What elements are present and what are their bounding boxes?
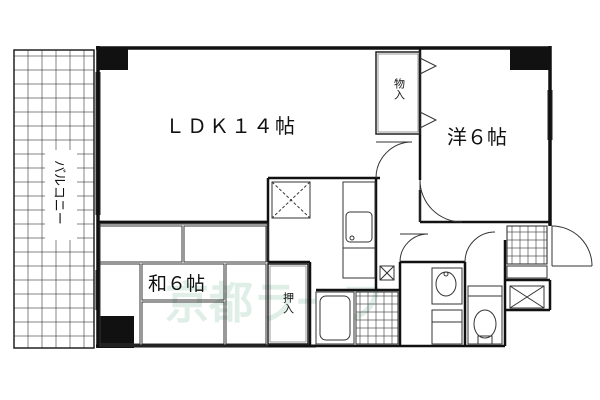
closet-label: 押入 — [282, 291, 295, 314]
bathroom — [315, 265, 399, 345]
room-western: 洋６帖 — [375, 125, 507, 223]
meter-box — [509, 285, 545, 309]
room-closet: 押入 — [267, 263, 309, 345]
toilet — [467, 285, 503, 345]
kitchen — [342, 181, 376, 279]
western-label: 洋６帖 — [447, 125, 507, 149]
ldk-label: ＬＤＫ１４帖 — [165, 114, 297, 138]
entrance — [506, 225, 548, 279]
pipe-shaft — [271, 181, 311, 219]
balcony-label: バルコニー — [51, 160, 66, 225]
hall-doors — [399, 225, 593, 267]
japanese-label: 和６帖 — [148, 273, 205, 295]
balcony: バルコニー — [13, 49, 95, 349]
storage-label: 物入 — [393, 77, 406, 100]
room-japanese: 和６帖 — [99, 223, 269, 347]
pillars — [98, 48, 550, 348]
room-ldk: ＬＤＫ１４帖 — [98, 114, 297, 224]
room-storage: 物入 — [375, 51, 438, 135]
washroom — [431, 267, 463, 345]
